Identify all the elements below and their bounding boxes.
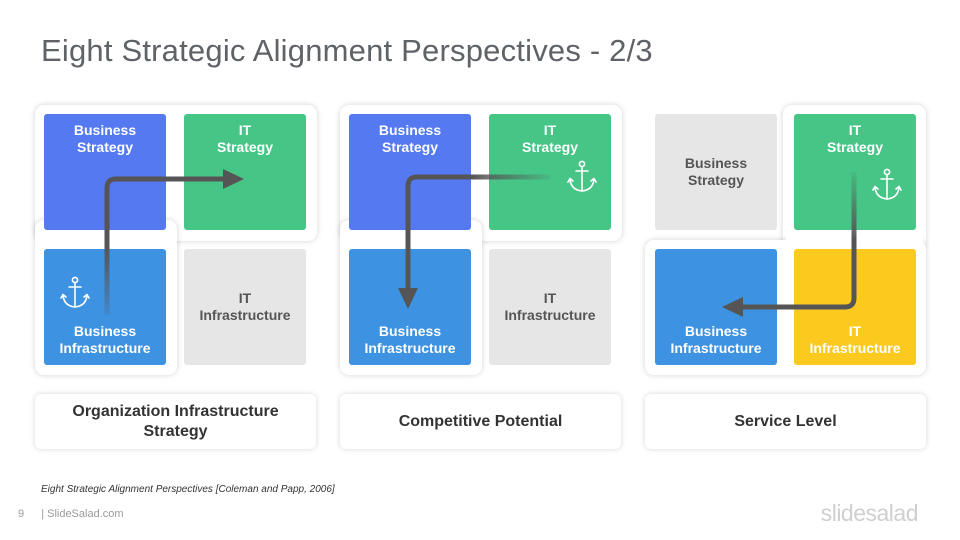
- page-number: 9: [18, 508, 25, 520]
- perspective-diagram-3: Business Strategy IT Strategy Business I…: [645, 100, 945, 382]
- source-citation: Eight Strategic Alignment Perspectives […: [41, 484, 335, 495]
- tile-business-infrastructure: Business Infrastructure: [349, 249, 471, 365]
- tile-it-strategy: IT Strategy: [184, 114, 306, 230]
- tile-it-infrastructure: IT Infrastructure: [489, 249, 611, 365]
- anchor-icon: [60, 276, 90, 308]
- brand-logo: slidesalad: [820, 500, 919, 526]
- tile-it-infrastructure: IT Infrastructure: [794, 249, 916, 365]
- perspective-diagram-1: Business Strategy IT Strategy Business I…: [35, 100, 335, 382]
- footer-site: | SlideSalad.com: [41, 508, 124, 520]
- slide-title: Eight Strategic Alignment Perspectives -…: [41, 33, 653, 68]
- tile-business-strategy: Business Strategy: [349, 114, 471, 230]
- anchor-icon: [872, 168, 902, 200]
- tile-it-infrastructure: IT Infrastructure: [184, 249, 306, 365]
- perspective-diagram-2: Business Strategy IT Strategy Business I…: [340, 100, 640, 382]
- caption-competitive-potential: Competitive Potential: [340, 394, 621, 449]
- caption-organization-infrastructure-strategy: Organization Infrastructure Strategy: [35, 394, 316, 449]
- tile-business-infrastructure: Business Infrastructure: [655, 249, 777, 365]
- caption-service-level: Service Level: [645, 394, 926, 449]
- anchor-icon: [567, 160, 597, 192]
- tile-business-strategy: Business Strategy: [44, 114, 166, 230]
- tile-business-strategy: Business Strategy: [655, 114, 777, 230]
- slide-footer: 9 | SlideSalad.com: [18, 508, 124, 520]
